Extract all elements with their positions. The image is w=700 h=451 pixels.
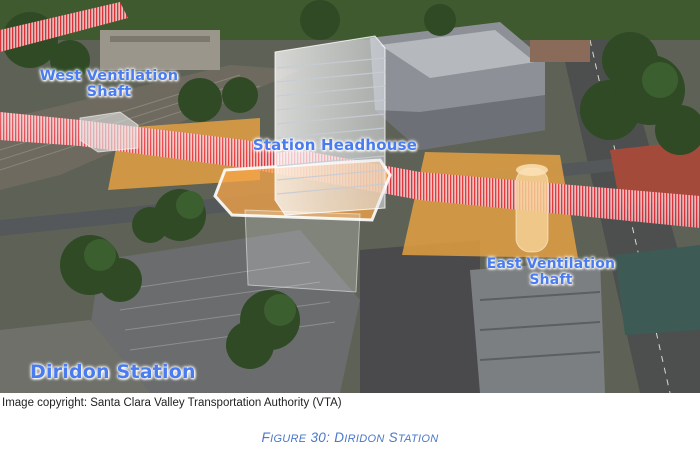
diridon-station-rendering: West Ventilation Shaft Station Headhouse… xyxy=(0,0,700,393)
aerial-rendering-svg xyxy=(0,0,700,393)
west-label-line2: Shaft xyxy=(86,84,132,101)
caption-name-s: S xyxy=(384,430,398,445)
caption-name-d: D xyxy=(334,430,345,445)
west-ventilation-shaft-label: West Ventilation Shaft xyxy=(30,68,188,100)
west-label-line1: West Ventilation xyxy=(39,68,179,84)
east-ventilation-shaft-label: East Ventilation Shaft xyxy=(476,256,626,288)
east-label-line2: Shaft xyxy=(529,271,573,288)
diridon-station-label: Diridon Station xyxy=(30,361,196,383)
caption-number: 30: xyxy=(306,430,335,445)
east-label-line1: East Ventilation xyxy=(486,256,616,272)
caption-prefix-rest: IGURE xyxy=(270,433,307,445)
station-headhouse-label: Station Headhouse xyxy=(252,136,418,154)
image-copyright-text: Image copyright: Santa Clara Valley Tran… xyxy=(2,397,342,409)
figure-caption: FIGURE 30: DIRIDON STATION xyxy=(0,430,700,445)
caption-name-d-rest: IRIDON xyxy=(344,433,385,445)
caption-prefix: F xyxy=(261,430,271,445)
caption-name-s-rest: TATION xyxy=(397,433,439,445)
